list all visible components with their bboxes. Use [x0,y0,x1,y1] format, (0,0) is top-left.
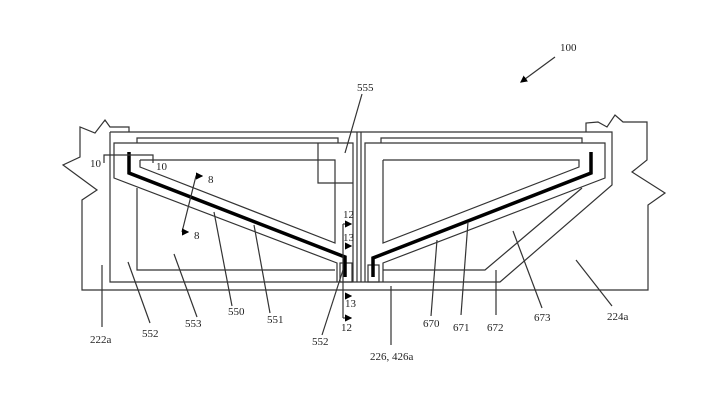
left-region-553 [136,188,335,271]
left-box-555 [317,143,353,184]
section-10-label-left: 10 [90,158,102,170]
leader-lines [101,93,613,345]
label-552-left: 552 [142,328,159,340]
label-672: 672 [487,322,504,334]
left-base-222a [61,114,667,291]
right-top-strip [380,137,583,143]
section-8-label-bottom: 8 [194,230,200,242]
label-226-426a: 226, 426a [370,351,414,363]
label-555: 555 [357,82,374,94]
label-551: 551 [267,314,284,326]
right-channel-670 [364,142,606,282]
figure-ref-label: 100 [560,42,577,54]
section-13-label-bottom: 13 [345,298,357,310]
right-conductor-671 [371,152,593,277]
section-8-line [181,172,204,233]
section-10-label-right: 10 [156,161,168,173]
section-13-label-top: 13 [343,232,355,244]
label-673: 673 [534,312,551,324]
section-12-label-top: 12 [343,209,354,221]
right-region-672 [383,187,583,271]
section-10-line [103,154,154,163]
label-224a: 224a [607,311,629,323]
left-channel-550 [113,142,354,282]
figure-ref-arrow [520,56,556,83]
label-222a: 222a [90,334,112,346]
label-553: 553 [185,318,202,330]
label-670: 670 [423,318,440,330]
label-552-right: 552 [312,336,329,348]
housing-outline [109,131,613,283]
label-671: 671 [453,322,470,334]
left-triangle [139,159,336,244]
section-8-label-top: 8 [208,174,214,186]
left-conductor-551 [127,152,347,277]
right-triangle [382,159,580,244]
left-top-strip [136,137,339,143]
label-550: 550 [228,306,245,318]
section-12-label-bottom: 12 [341,322,352,334]
